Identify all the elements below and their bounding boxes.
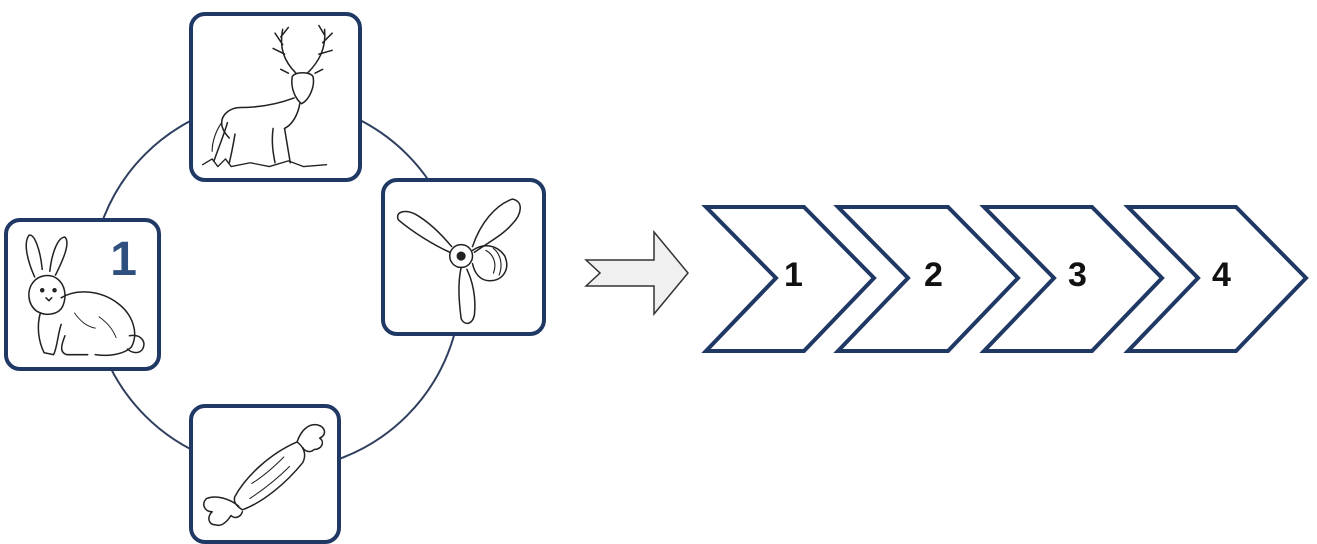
step-chevrons [701,205,1309,353]
step-chevron-1 [701,205,877,353]
rabbit-step-badge: 1 [110,233,137,286]
rabbit-card: 1 [4,218,161,371]
step-label-2: 2 [924,256,943,294]
step-chevron-3 [979,205,1165,353]
right-arrow-icon [584,229,689,317]
step-chevron-2 [833,205,1021,353]
candy-icon [203,423,326,527]
step-label-4: 4 [1212,256,1231,294]
fan-card [381,178,546,336]
step-label-1: 1 [784,256,803,294]
rabbit-icon [25,234,145,357]
candy-card [189,404,341,544]
step-label-3: 3 [1068,256,1087,294]
step-chevron-4 [1123,205,1309,353]
deer-card [189,12,362,182]
deer-icon [201,24,333,168]
fan-icon [396,198,521,325]
